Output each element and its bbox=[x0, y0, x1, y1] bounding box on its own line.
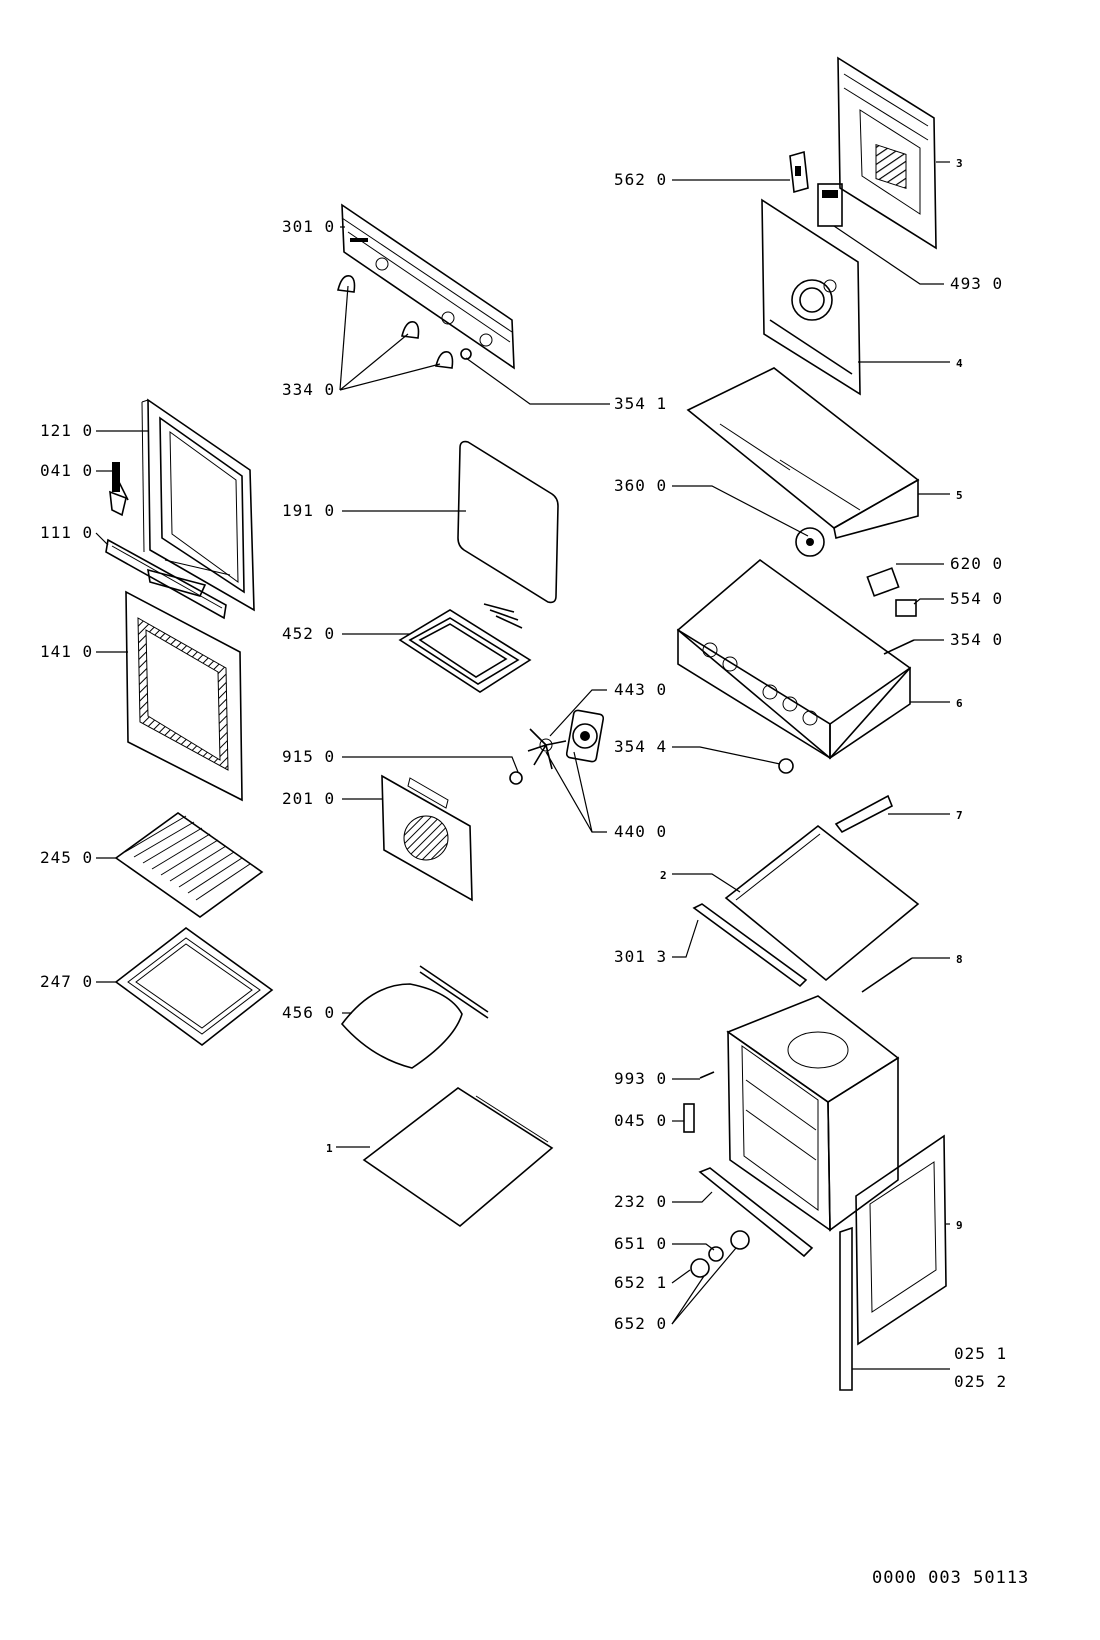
callout-111-0: 111 0 bbox=[40, 523, 94, 542]
callout-354-4: 354 4 bbox=[614, 737, 668, 756]
part-lower-element bbox=[340, 965, 489, 1069]
part-cavity-hinge bbox=[683, 1103, 695, 1133]
callout-651-0: 651 0 bbox=[614, 1234, 668, 1253]
leader-lines bbox=[95, 161, 950, 1370]
part-knobs bbox=[337, 274, 454, 369]
part-front-knobs bbox=[690, 1230, 750, 1278]
part-fan-cover bbox=[381, 774, 473, 902]
part-handle-strip bbox=[105, 538, 227, 620]
part-rail bbox=[861, 957, 913, 993]
part-front-strip bbox=[698, 1167, 814, 1258]
callout-8: 8 bbox=[956, 953, 964, 966]
part-side-strip bbox=[692, 903, 808, 988]
callout-201-0: 201 0 bbox=[282, 789, 336, 808]
callout-3: 3 bbox=[956, 157, 964, 170]
part-door-frame bbox=[141, 398, 255, 612]
callout-443-0: 443 0 bbox=[614, 680, 668, 699]
part-glass-panel bbox=[125, 590, 243, 802]
callout-915-0: 915 0 bbox=[282, 747, 336, 766]
callout-6: 6 bbox=[956, 697, 964, 710]
part-rod bbox=[883, 639, 915, 655]
callout-7: 7 bbox=[956, 809, 964, 822]
callout-5: 5 bbox=[956, 489, 964, 502]
callout-334-0: 334 0 bbox=[282, 380, 336, 399]
callout-452-0: 452 0 bbox=[282, 624, 336, 643]
part-grill-element bbox=[398, 603, 532, 693]
part-top-plate bbox=[724, 824, 920, 982]
callout-045-0: 045 0 bbox=[614, 1111, 668, 1130]
callout-041-0: 041 0 bbox=[40, 461, 94, 480]
part-hinge bbox=[109, 462, 129, 517]
callout-191-0: 191 0 bbox=[282, 501, 336, 520]
callout-354-1: 354 1 bbox=[614, 394, 668, 413]
part-thermostat bbox=[817, 183, 843, 227]
callout-354-0: 354 0 bbox=[950, 630, 1004, 649]
callout-562-0: 562 0 bbox=[614, 170, 668, 189]
callout-440-0: 440 0 bbox=[614, 822, 668, 841]
callout-456-0: 456 0 bbox=[282, 1003, 336, 1022]
callout-245-0: 245 0 bbox=[40, 848, 94, 867]
part-switch bbox=[866, 567, 900, 597]
part-small-knob bbox=[460, 348, 472, 360]
callout-4: 4 bbox=[956, 357, 964, 370]
callout-121-0: 121 0 bbox=[40, 421, 94, 440]
callout-025-1: 025 1 bbox=[954, 1344, 1008, 1363]
part-knob-shaft bbox=[778, 758, 794, 774]
callout-025-2: 025 2 bbox=[954, 1372, 1008, 1391]
part-nut bbox=[509, 771, 523, 785]
part-oven-rack bbox=[114, 812, 264, 918]
callout-247-0: 247 0 bbox=[40, 972, 94, 991]
callout-993-0: 993 0 bbox=[614, 1069, 668, 1088]
part-control-housing bbox=[676, 558, 912, 760]
callout-620-0: 620 0 bbox=[950, 554, 1004, 573]
callout-2: 2 bbox=[660, 869, 668, 882]
callout-141-0: 141 0 bbox=[40, 642, 94, 661]
callout-652-0: 652 0 bbox=[614, 1314, 668, 1333]
part-cooling-fan bbox=[795, 527, 825, 557]
callout-1: 1 bbox=[326, 1142, 334, 1155]
part-screw bbox=[699, 1071, 715, 1079]
part-door-seal bbox=[457, 440, 559, 604]
part-fan-blade bbox=[527, 728, 567, 770]
callout-360-0: 360 0 bbox=[614, 476, 668, 495]
callout-493-0: 493 0 bbox=[950, 274, 1004, 293]
callout-652-1: 652 1 bbox=[614, 1273, 668, 1292]
part-top-shield bbox=[686, 367, 920, 539]
part-rear-panel bbox=[761, 198, 861, 396]
part-bracket bbox=[789, 150, 809, 194]
part-bracket-strip bbox=[834, 794, 894, 834]
document-code: 0000 003 50113 bbox=[872, 1568, 1030, 1588]
part-fan-motor bbox=[565, 709, 605, 763]
part-control-panel bbox=[341, 203, 515, 370]
callout-9: 9 bbox=[956, 1219, 964, 1232]
callout-301-0: 301 0 bbox=[282, 217, 336, 236]
part-outer-door bbox=[839, 1134, 947, 1391]
part-oven-cavity bbox=[726, 995, 900, 1232]
part-rear-cover bbox=[837, 56, 937, 250]
callout-301-3: 301 3 bbox=[614, 947, 668, 966]
callout-232-0: 232 0 bbox=[614, 1192, 668, 1211]
part-lamp-holder bbox=[895, 599, 917, 617]
part-bottom-plate bbox=[362, 1087, 554, 1228]
part-baking-tray bbox=[114, 927, 274, 1047]
callout-554-0: 554 0 bbox=[950, 589, 1004, 608]
